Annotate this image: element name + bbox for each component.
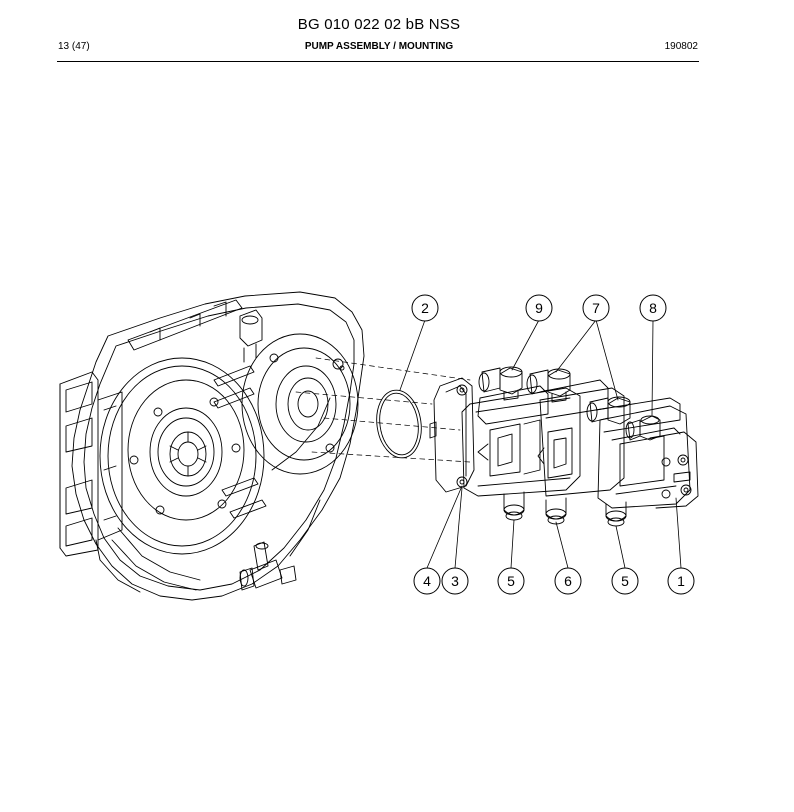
callout-7: 7 — [582, 294, 610, 322]
header-rule — [57, 61, 699, 62]
callout-8: 8 — [639, 294, 667, 322]
section-title: PUMP ASSEMBLY / MOUNTING — [304, 41, 454, 52]
callout-7-label: 7 — [592, 300, 600, 316]
callout-9-label: 9 — [535, 300, 543, 316]
callout-3-label: 3 — [451, 573, 459, 589]
pump-assembly — [429, 366, 699, 527]
callout-8-label: 8 — [649, 300, 657, 316]
callout-2: 2 — [411, 294, 439, 322]
callout-3: 3 — [441, 567, 469, 595]
o-ring — [376, 389, 422, 459]
callout-5a-label: 5 — [507, 573, 515, 589]
callout-1-label: 1 — [677, 573, 685, 589]
document-title: BG 010 022 02 bB NSS — [297, 16, 461, 33]
assembly-alignment-lines — [295, 357, 471, 463]
callout-1: 1 — [667, 567, 695, 595]
callout-5a: 5 — [497, 567, 525, 595]
callout-9: 9 — [525, 294, 553, 322]
callout-bubbles: 2 9 7 8 4 3 5 6 5 1 — [411, 294, 695, 595]
callout-5b-label: 5 — [621, 573, 629, 589]
callout-leader-lines — [399, 319, 682, 569]
callout-4: 4 — [413, 567, 441, 595]
callout-4-label: 4 — [423, 573, 431, 589]
page-reference: 13 (47) — [58, 41, 90, 52]
callout-5b: 5 — [611, 567, 639, 595]
gearbox-housing — [59, 291, 365, 601]
callout-6-label: 6 — [564, 573, 572, 589]
callout-2-label: 2 — [421, 300, 429, 316]
date-code: 190802 — [664, 41, 698, 52]
callout-6: 6 — [554, 567, 582, 595]
